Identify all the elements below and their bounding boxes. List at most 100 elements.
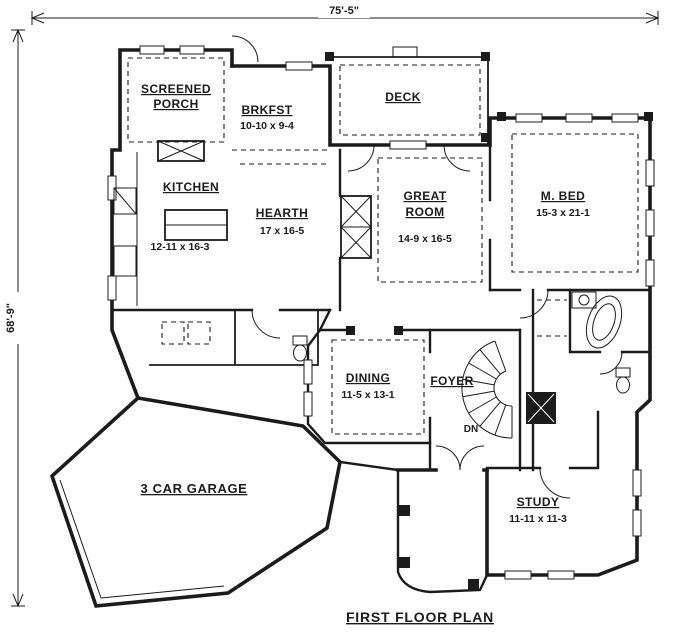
- stair-direction-label: DN: [464, 424, 478, 435]
- path-shape: [485, 410, 600, 470]
- room-label-kitchen: KITCHEN: [163, 180, 219, 194]
- room-label-brkfst: BRKFST: [241, 103, 292, 117]
- exterior-walls: [49, 48, 652, 608]
- bathtub-icon: [585, 295, 623, 349]
- path-shape: [568, 288, 652, 354]
- columns: [346, 112, 653, 590]
- room-size-great: 14-9 x 16-5: [398, 233, 452, 245]
- rect-shape: [571, 291, 597, 309]
- rect-shape: [10, 292, 26, 344]
- door-arcs: [231, 35, 623, 499]
- room-label-hearth: HEARTH: [256, 206, 308, 220]
- rect-shape: [113, 245, 137, 277]
- page-title: FIRST FLOOR PLAN: [346, 609, 494, 625]
- path-shape: [306, 328, 432, 445]
- dimension-left: 68'-9": [5, 28, 26, 608]
- rect-shape: [644, 112, 653, 121]
- rect-shape: [615, 367, 631, 378]
- front-door-right-arc: [459, 445, 485, 471]
- room-label-study: STUDY: [517, 495, 560, 509]
- path-shape: [461, 340, 513, 439]
- path-shape: [645, 12, 660, 24]
- rect-shape: [113, 187, 137, 215]
- vanity-icon: [571, 291, 597, 309]
- rect-shape: [481, 133, 490, 142]
- rect-shape: [318, 2, 370, 18]
- rect-shape: [392, 46, 418, 58]
- room-size-brkfst: 10-10 x 9-4: [240, 120, 294, 132]
- path-shape: [12, 593, 24, 608]
- path-shape: [49, 396, 342, 608]
- mbed-tray: [511, 133, 639, 273]
- rect-shape: [161, 321, 185, 345]
- rect-shape: [187, 321, 211, 345]
- rect-shape: [547, 570, 575, 580]
- rect-shape: [565, 113, 593, 123]
- rect-shape: [325, 52, 334, 61]
- dashed-ceiling-lines: [127, 57, 639, 435]
- room-size-study: 11-11 x 11-3: [509, 513, 567, 525]
- ellipse-shape: [293, 344, 307, 362]
- rect-shape: [303, 391, 313, 417]
- room-size-dining: 11-5 x 13-1: [341, 389, 394, 401]
- path-shape: [12, 28, 24, 43]
- rect-shape: [285, 61, 313, 71]
- rect-shape: [107, 275, 117, 301]
- porch-door-arc: [231, 35, 259, 63]
- rect-shape: [339, 64, 481, 136]
- room-label-foyer: FOYER: [430, 374, 473, 388]
- path-shape: [518, 288, 535, 472]
- room-label-dining: DINING: [346, 371, 390, 385]
- rect-shape: [346, 326, 355, 335]
- great-room-tray: [377, 157, 483, 283]
- path-shape: [462, 349, 507, 436]
- bath-toilet-icon: [615, 367, 631, 394]
- room-label-garage: 3 CAR GARAGE: [141, 481, 248, 496]
- room-size-mbed: 15-3 x 21-1: [536, 207, 590, 219]
- room-label-great-2: ROOM: [406, 205, 445, 219]
- path-shape: [527, 393, 555, 423]
- rect-shape: [481, 52, 490, 61]
- rect-shape: [611, 113, 639, 123]
- path-shape: [340, 195, 372, 259]
- room-label-screened-porch-1: SCREENED: [141, 82, 211, 96]
- dimension-top: 75'-5": [30, 2, 660, 25]
- deck-door-left-arc: [347, 144, 375, 172]
- room-label-deck: DECK: [385, 90, 421, 104]
- rect-shape: [632, 509, 642, 537]
- porch-screen-line: [127, 57, 225, 143]
- rect-shape: [179, 45, 205, 55]
- deck-door-right-arc: [443, 144, 471, 172]
- rect-shape: [292, 335, 308, 346]
- room-label-mbed: M. BED: [541, 189, 585, 203]
- bath-door-arc: [599, 351, 623, 375]
- rect-shape: [468, 579, 479, 590]
- fireplace-icon: [340, 195, 372, 259]
- rect-shape: [303, 359, 313, 385]
- rect-shape: [645, 159, 655, 187]
- closet-rod-lines: [537, 299, 567, 337]
- path-shape: [110, 308, 332, 332]
- path-shape: [494, 340, 513, 438]
- mbed-door-arc: [519, 289, 549, 319]
- rect-shape: [139, 45, 165, 55]
- chase-icon: [526, 392, 556, 424]
- powder-toilet-icon: [292, 335, 308, 362]
- room-label-great-1: GREAT: [403, 189, 446, 203]
- path-shape: [59, 479, 225, 599]
- ellipse-shape: [585, 295, 623, 349]
- path-shape: [149, 309, 319, 366]
- rect-shape: [157, 140, 205, 162]
- rect-shape: [632, 469, 642, 497]
- room-labels: SCREENED PORCH BRKFST 10-10 x 9-4 DECK K…: [141, 82, 590, 525]
- rect-shape: [645, 209, 655, 237]
- room-size-kitchen: 12-11 x 16-3: [151, 241, 210, 253]
- path-shape: [338, 460, 489, 594]
- path-shape: [30, 12, 45, 24]
- front-door-left-arc: [435, 445, 461, 471]
- room-size-hearth: 17 x 16-5: [260, 225, 305, 237]
- overall-width-label: 75'-5": [329, 5, 359, 17]
- path-shape: [157, 140, 205, 162]
